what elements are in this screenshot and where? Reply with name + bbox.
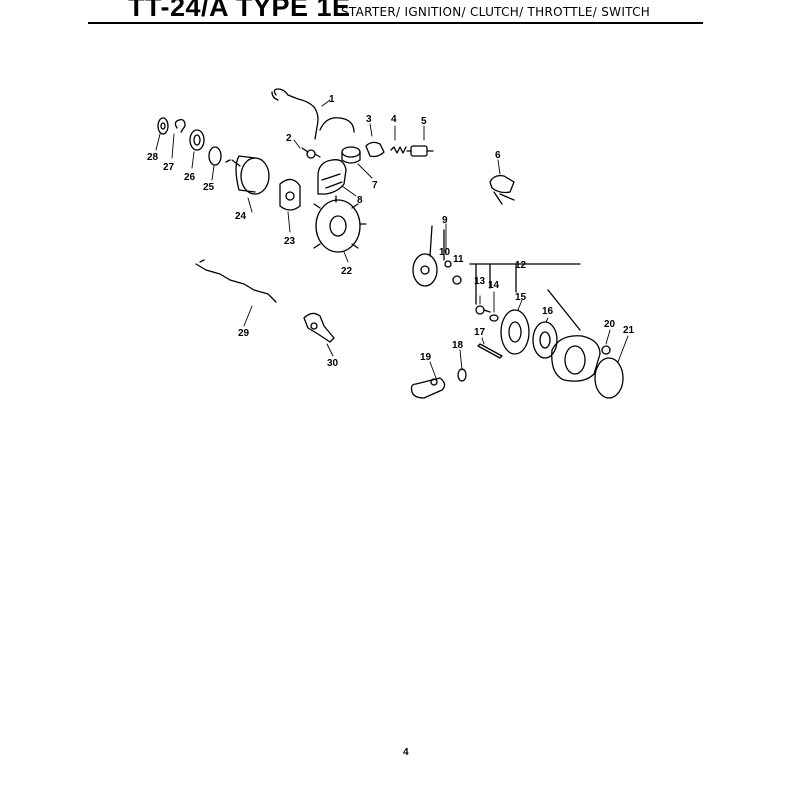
- callout-5: 5: [421, 116, 427, 127]
- part-starter-housing: [551, 335, 601, 382]
- part-plug-boot: [319, 117, 385, 158]
- callout-7: 7: [372, 180, 378, 191]
- callout-11: 11: [453, 254, 464, 265]
- part-pulley-9: [412, 225, 462, 287]
- leader-lines: [155, 99, 629, 379]
- callout-17: 17: [474, 327, 486, 338]
- part-throttle-cable: [195, 259, 277, 303]
- callout-22: 22: [341, 266, 353, 277]
- callout-13: 13: [474, 276, 486, 287]
- part-spark-plug: [406, 145, 434, 157]
- callout-28: 28: [147, 152, 159, 163]
- page-header: TT-24/A TYPE 1E STARTER/ IGNITION/ CLUTC…: [0, 0, 800, 24]
- callout-16: 16: [542, 306, 554, 317]
- callout-14: 14: [488, 280, 500, 291]
- callout-8: 8: [357, 195, 363, 206]
- callout-27: 27: [163, 162, 175, 173]
- callout-labels: 1 2 3 4 5 6 7 8 9 10 11 12 13 14 15 16 1…: [147, 94, 635, 369]
- part-starter-bracket: [469, 263, 581, 331]
- callout-12: 12: [515, 260, 527, 271]
- callout-10: 10: [439, 247, 451, 258]
- part-bushing-18: [457, 368, 467, 382]
- callout-18: 18: [452, 340, 464, 351]
- callout-6: 6: [495, 150, 501, 161]
- part-flywheel: [313, 195, 367, 253]
- callout-2: 2: [286, 133, 292, 144]
- section-title: STARTER/ IGNITION/ CLUTCH/ THROTTLE/ SWI…: [341, 5, 651, 19]
- callout-23: 23: [284, 236, 296, 247]
- part-clutch-shoe: [279, 178, 301, 211]
- callout-21: 21: [623, 325, 635, 336]
- part-reel-15: [500, 309, 530, 355]
- part-screw-2: [301, 147, 321, 159]
- part-ignition-wire: [271, 88, 319, 140]
- part-ignition-coil: [317, 159, 347, 195]
- part-bearing-26: [189, 129, 205, 151]
- callout-19: 19: [420, 352, 432, 363]
- page-number: 4: [403, 747, 409, 758]
- callout-29: 29: [238, 328, 250, 339]
- callout-20: 20: [604, 319, 616, 330]
- model-title: TT-24/A TYPE 1E: [128, 0, 351, 22]
- callout-1: 1: [329, 94, 335, 105]
- callout-9: 9: [442, 215, 448, 226]
- callout-30: 30: [327, 358, 339, 369]
- part-clip-27: [174, 118, 186, 133]
- header-rule: [88, 22, 703, 24]
- part-handle-19: [410, 377, 446, 399]
- part-switch: [489, 174, 515, 205]
- callout-24: 24: [235, 211, 247, 222]
- part-washer-28: [157, 117, 169, 135]
- part-spring-16: [532, 321, 558, 359]
- callout-25: 25: [203, 182, 215, 193]
- callout-4: 4: [391, 114, 397, 125]
- part-washer-14: [489, 314, 499, 322]
- callout-15: 15: [515, 292, 527, 303]
- part-cap: [341, 146, 361, 164]
- part-throttle-trigger: [303, 312, 335, 343]
- part-ring-25: [208, 146, 222, 166]
- part-rope-17: [477, 343, 503, 359]
- callout-26: 26: [184, 172, 196, 183]
- part-clutch-drum: [225, 155, 270, 195]
- part-spring: [390, 146, 407, 154]
- part-screw-20: [601, 345, 611, 355]
- part-screw-13: [475, 305, 491, 315]
- part-gasket-21: [594, 357, 624, 399]
- callout-3: 3: [366, 114, 372, 125]
